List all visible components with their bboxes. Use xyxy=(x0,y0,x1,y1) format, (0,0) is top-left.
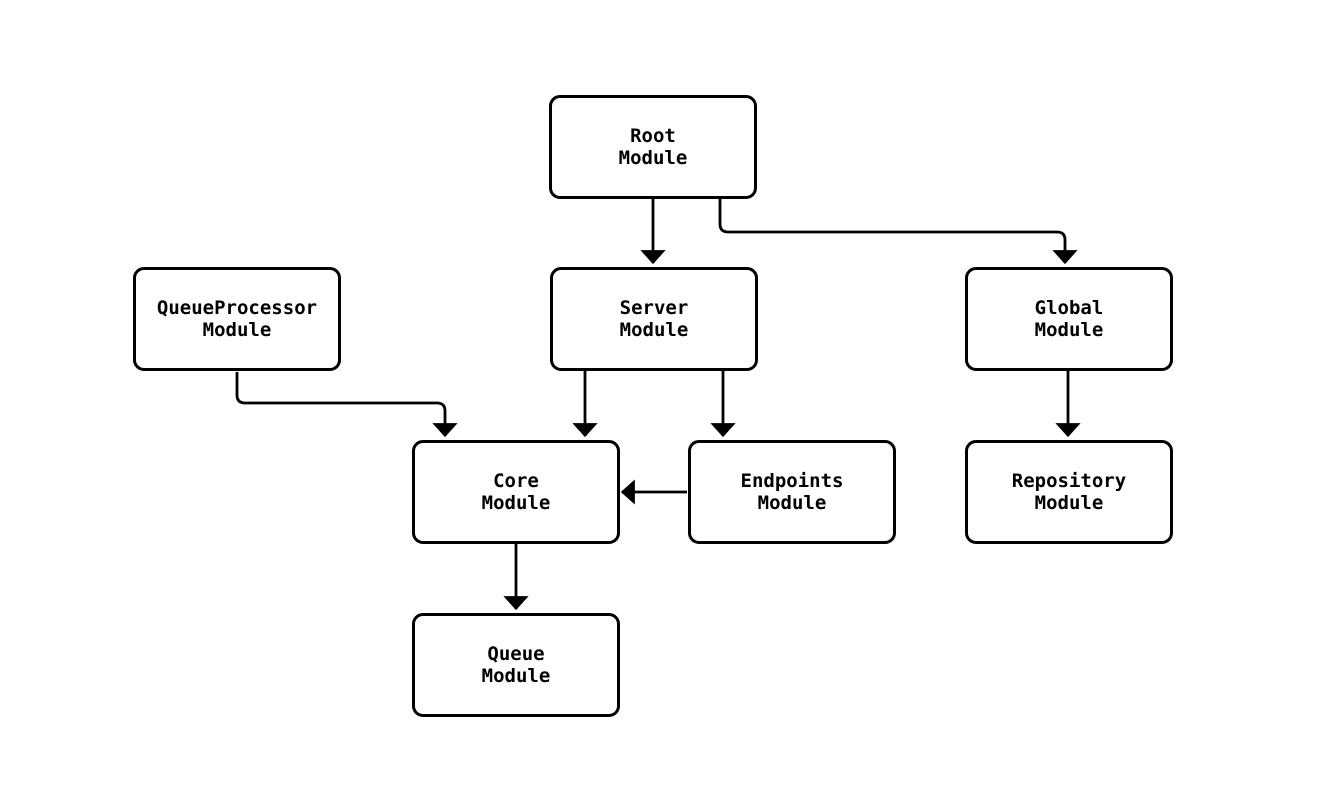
node-queueprocessor-module: QueueProcessor Module xyxy=(133,267,341,371)
edge-root-global xyxy=(718,198,1078,265)
edge-queueprocessor-core xyxy=(235,372,458,438)
node-queue-module: Queue Module xyxy=(412,613,620,717)
node-repository-module: Repository Module xyxy=(965,440,1173,544)
node-root-module: Root Module xyxy=(549,95,757,199)
node-server-module: Server Module xyxy=(550,267,758,371)
node-global-module: Global Module xyxy=(965,267,1173,371)
node-endpoints-module: Endpoints Module xyxy=(688,440,896,544)
node-core-module: Core Module xyxy=(412,440,620,544)
